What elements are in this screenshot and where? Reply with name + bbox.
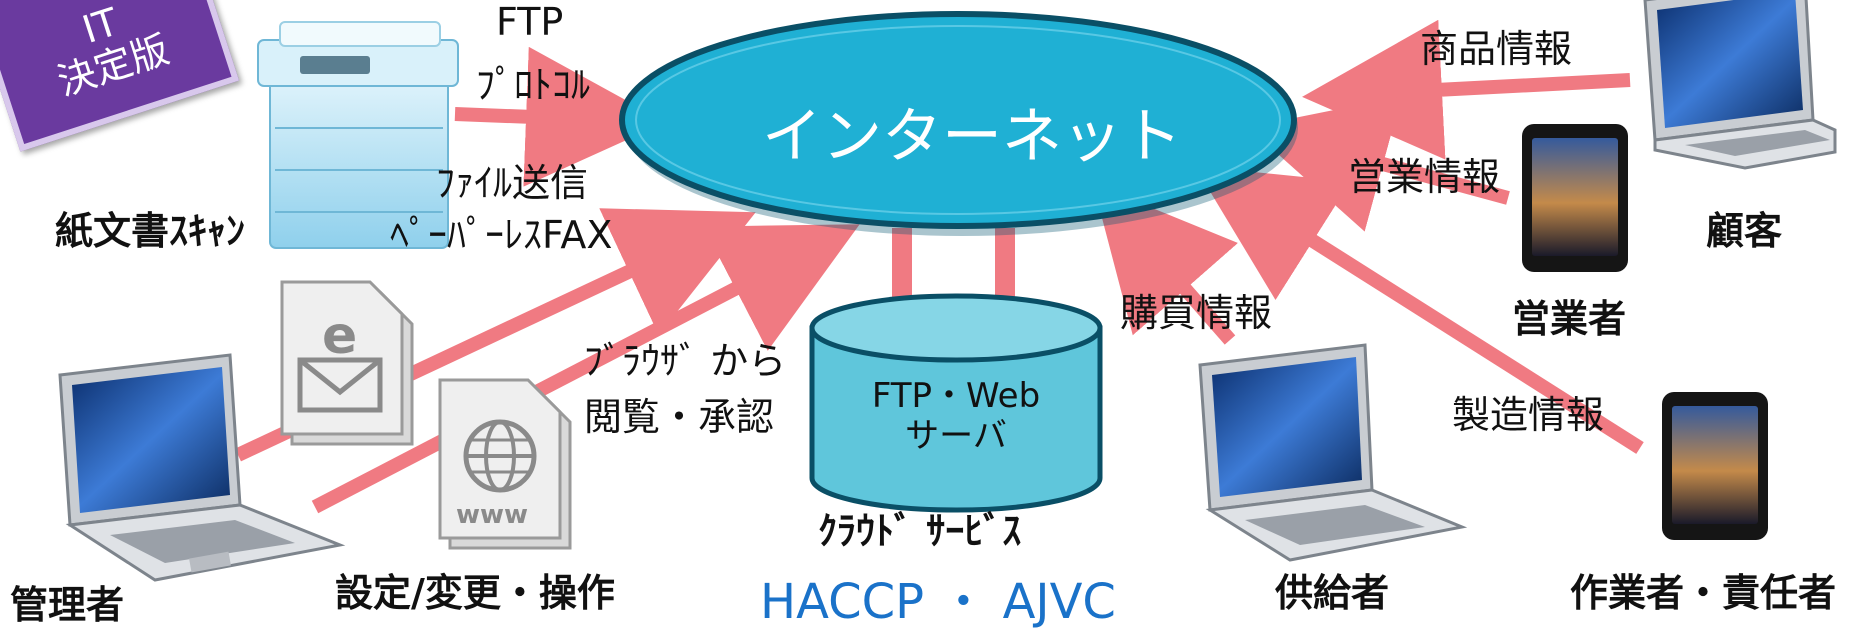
paperless-fax-label: ﾍﾟｰﾊﾟｰﾚｽFAX bbox=[390, 213, 613, 257]
manufacturing-info-label: 製造情報 bbox=[1452, 393, 1605, 437]
sales-label: 営業者 bbox=[1512, 297, 1627, 341]
email-icon-letter: e bbox=[322, 306, 358, 366]
purchase-info-label: 購買情報 bbox=[1120, 291, 1273, 335]
customer-label: 顧客 bbox=[1706, 209, 1783, 253]
web-document-icon bbox=[438, 378, 572, 550]
sales-tablet-icon bbox=[1522, 124, 1628, 272]
arrow-admin-web-to-internet bbox=[311, 224, 860, 514]
email-document-icon bbox=[280, 280, 414, 446]
server-cylinder bbox=[809, 293, 1103, 513]
arrow-worker-to-internet bbox=[1194, 166, 1644, 454]
cloud-service-caption: ｸﾗｳﾄﾞ ｻｰﾋﾞｽ bbox=[818, 509, 1022, 553]
internet-label: インターネット bbox=[762, 102, 1182, 172]
customer-laptop-icon bbox=[1643, 0, 1837, 170]
server-subtitle: サーバ bbox=[905, 416, 1007, 456]
brand-label: HACCP ・ AJVC bbox=[760, 574, 1116, 630]
worker-tablet-icon bbox=[1662, 392, 1768, 540]
server-title: FTP・Web bbox=[871, 376, 1041, 416]
connector-right bbox=[995, 228, 1015, 308]
supplier-laptop-icon bbox=[1198, 343, 1468, 562]
web-icon-text: www bbox=[456, 500, 529, 530]
ftp-label: FTP bbox=[496, 0, 564, 44]
settings-label: 設定/変更・操作 bbox=[335, 571, 615, 615]
browser-label: ﾌﾞﾗｳｻﾞ から bbox=[584, 339, 787, 383]
admin-laptop-icon bbox=[58, 353, 346, 582]
scanner-device bbox=[257, 21, 459, 249]
connector-left bbox=[892, 228, 912, 308]
sales-info-label: 営業情報 bbox=[1348, 155, 1501, 199]
supplier-label: 供給者 bbox=[1275, 571, 1390, 615]
view-approve-label: 閲覧・承認 bbox=[584, 395, 775, 439]
protocol-label: ﾌﾟﾛﾄｺﾙ bbox=[476, 63, 591, 107]
arrow-customer-to-internet bbox=[1302, 19, 1631, 160]
scanner-label: 紙文書ｽｷｬﾝ bbox=[55, 209, 246, 253]
file-send-label: ﾌｧｲﾙ送信 bbox=[436, 161, 589, 205]
internet-node bbox=[619, 11, 1298, 236]
product-info-label: 商品情報 bbox=[1420, 27, 1573, 71]
arrow-scanner-to-internet bbox=[454, 46, 666, 187]
arrow-supplier-to-internet bbox=[1093, 183, 1239, 345]
admin-label: 管理者 bbox=[10, 583, 125, 627]
worker-label: 作業者・責任者 bbox=[1570, 571, 1837, 615]
arrow-sales-to-internet bbox=[1247, 96, 1510, 232]
